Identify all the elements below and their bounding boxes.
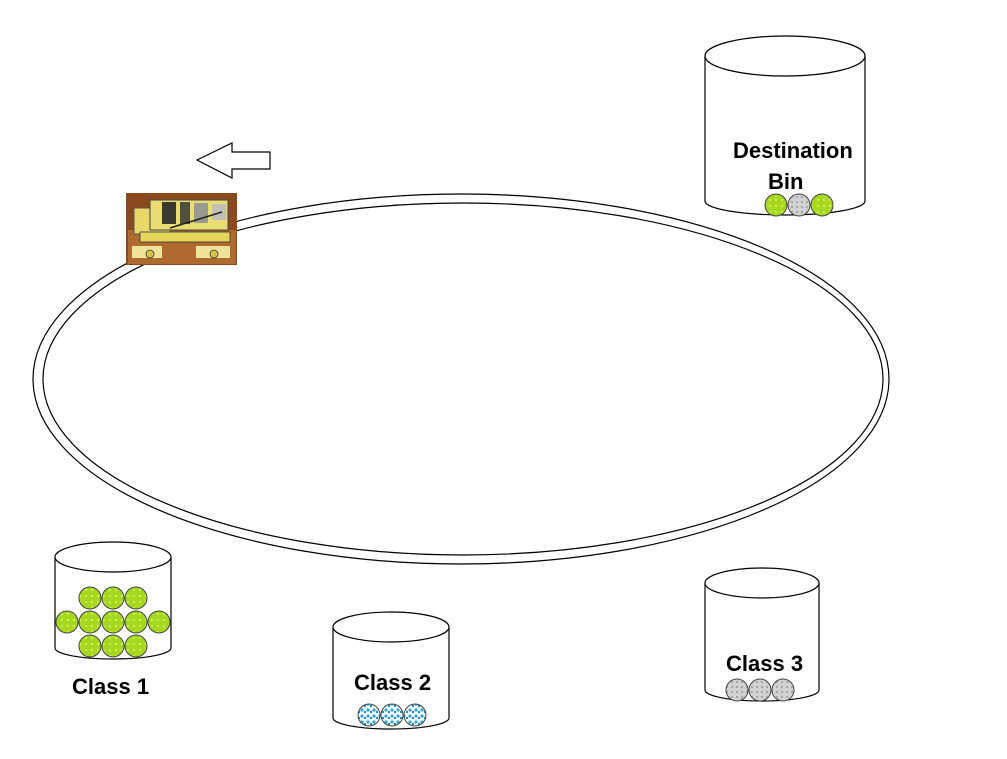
ball	[124, 586, 148, 610]
destination-bin: Destination Bin	[704, 35, 866, 217]
class1-label: Class 1	[72, 674, 149, 699]
destination-label-line1: Destination	[733, 138, 853, 163]
ball	[771, 678, 795, 702]
ball	[764, 193, 788, 217]
ball	[787, 193, 811, 217]
ball	[810, 193, 834, 217]
ball	[357, 703, 381, 727]
class3-bin: Class 3	[704, 567, 820, 702]
ball	[725, 678, 749, 702]
ball	[55, 610, 79, 634]
left-arrow-icon	[195, 142, 271, 179]
destination-label-line2: Bin	[768, 169, 803, 194]
ball	[78, 586, 102, 610]
class1-balls	[55, 586, 171, 658]
ball	[124, 634, 148, 658]
ball	[748, 678, 772, 702]
ball	[101, 634, 125, 658]
ball	[403, 703, 427, 727]
ball	[101, 586, 125, 610]
track-outer	[32, 193, 890, 565]
ball	[101, 610, 125, 634]
class1-bin: Class 1	[54, 541, 172, 699]
ball	[78, 634, 102, 658]
ball	[147, 610, 171, 634]
class3-label: Class 3	[726, 651, 803, 676]
ball	[78, 610, 102, 634]
ball	[124, 610, 148, 634]
ball	[380, 703, 404, 727]
track	[32, 193, 890, 565]
class2-bin: Class 2	[332, 611, 450, 730]
class2-label: Class 2	[354, 670, 431, 695]
track-inner	[42, 202, 884, 556]
robot-image	[126, 193, 237, 265]
